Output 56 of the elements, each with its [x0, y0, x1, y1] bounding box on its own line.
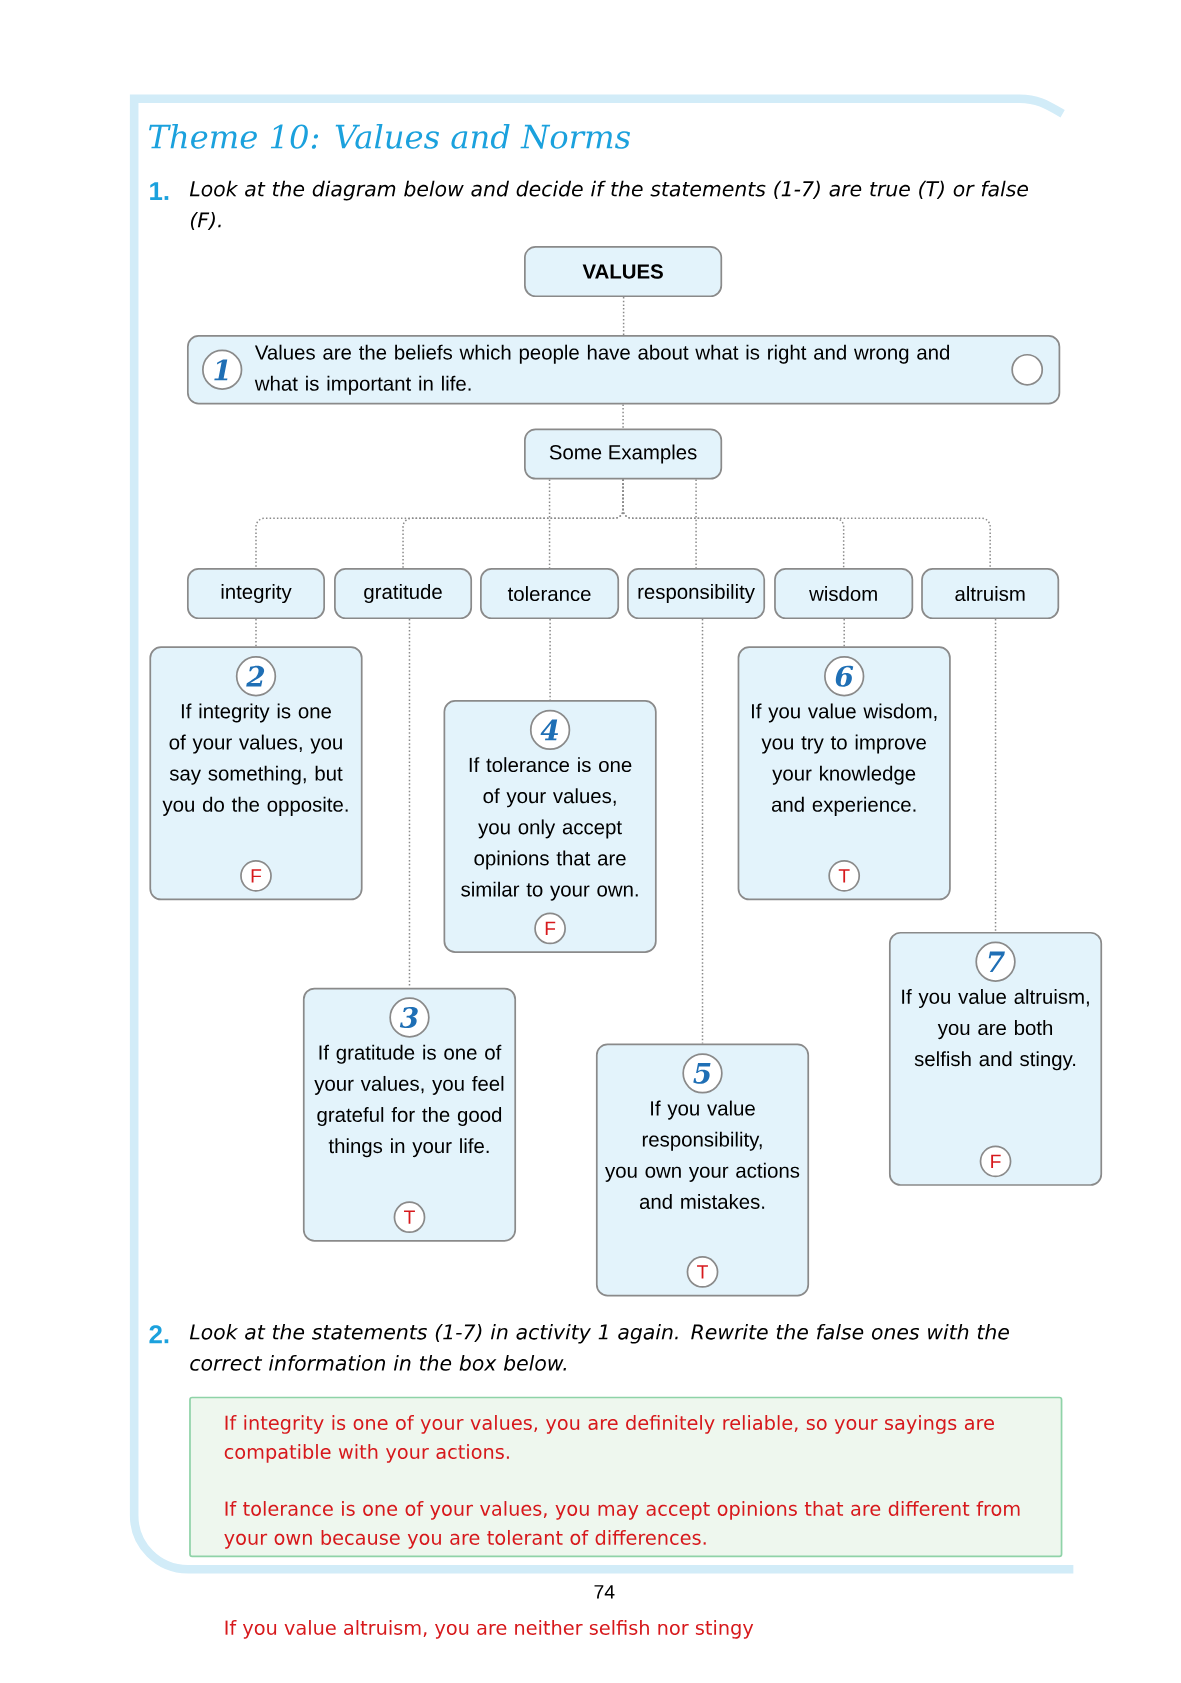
statement-text: If integrity is one of your values, you say something, but you do the opposite.	[162, 703, 348, 816]
question-number: 2.	[149, 1325, 169, 1344]
number-badge: 7	[975, 941, 1016, 982]
value-box: responsibility	[627, 568, 766, 620]
answer-mark: F	[534, 912, 567, 945]
statement-card	[443, 700, 657, 953]
value-box: altruism	[921, 568, 1060, 620]
statement-text: If you value wisdom, you try to improve your knowledge and experience.	[752, 703, 937, 816]
answer-mark: T	[393, 1201, 426, 1234]
question-number: 1.	[150, 182, 169, 200]
title: Theme 10: Values and Norms	[149, 123, 631, 149]
answer-mark: F	[240, 859, 273, 892]
statement-card	[596, 1043, 810, 1297]
heading-box: Some Examples	[524, 428, 723, 480]
statement-card	[737, 646, 951, 901]
statement-card	[889, 931, 1103, 1186]
statement-card	[303, 987, 517, 1242]
number-badge: 3	[389, 997, 430, 1038]
connector-line	[622, 478, 992, 569]
answer-text: If integrity is one of your values, you are definitely reliable, so your sayings are compatible with your actions.	[224, 1415, 995, 1463]
statement-text: If you value responsibility, you own your actions and mistakes.	[605, 1100, 800, 1209]
question-text: Look at the statements (1-7) in activity 1 again. Rewrite the false ones with the correct information in the box below.	[190, 1323, 1010, 1371]
answer-mark: T	[686, 1256, 719, 1288]
connector-line	[695, 478, 697, 569]
heading-box: VALUES	[524, 246, 723, 298]
answer-mark: T	[828, 859, 861, 892]
number-badge: 1	[202, 349, 243, 390]
question-text: Look at the diagram below and decide if the statements (1-7) are true (T) or false (F).	[190, 180, 1029, 231]
page-number: 74	[594, 1585, 615, 1599]
statement-card	[149, 646, 363, 901]
connector-line	[701, 618, 704, 1045]
number-badge: 4	[530, 709, 571, 751]
statement-text: Values are the beliefs which people have about what is right and wrong and what is important in life.	[254, 344, 950, 395]
definition-box	[187, 335, 1061, 405]
connector-line	[622, 403, 624, 430]
connector-line	[994, 618, 997, 933]
statement-text: If gratitude is one of your values, you feel grateful for the good things in your life.	[314, 1044, 504, 1158]
number-badge: 5	[682, 1053, 723, 1094]
answer-box	[189, 1396, 1063, 1558]
number-badge: 6	[824, 656, 865, 697]
connector-line	[408, 618, 411, 989]
number-badge: 2	[235, 656, 277, 697]
connector-line	[623, 296, 625, 336]
value-box: tolerance	[480, 568, 620, 620]
answer-text: If tolerance is one of your values, you may accept opinions that are different from your own because you are tolerant of differences.	[224, 1501, 1020, 1549]
value-box: gratitude	[334, 568, 473, 620]
answer-mark: F	[979, 1145, 1012, 1178]
connector-line	[549, 618, 551, 701]
value-box: integrity	[187, 568, 326, 620]
answer-text: If you value altruism, you are neither selfish nor stingy	[225, 1620, 754, 1639]
connector-line	[255, 618, 257, 648]
statement-text: If you value altruism, you are both selfish and stingy.	[902, 989, 1090, 1071]
connector-line	[843, 618, 846, 648]
statement-text: If tolerance is one of your values, you only accept opinions that are similar to your own.	[461, 757, 638, 901]
connector-line	[548, 478, 551, 569]
value-box: wisdom	[774, 568, 914, 620]
